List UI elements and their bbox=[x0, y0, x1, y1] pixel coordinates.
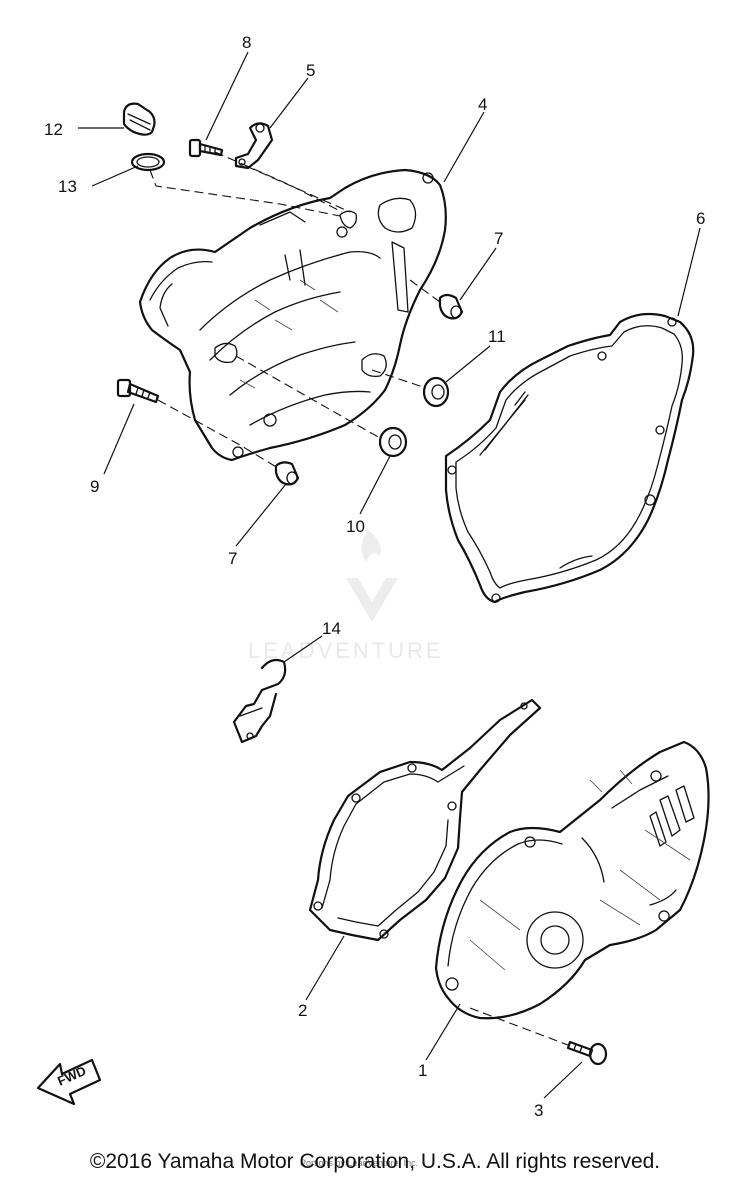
callout-3: 3 bbox=[534, 1101, 543, 1120]
crankcase-cover-right bbox=[138, 168, 447, 462]
callout-13: 13 bbox=[58, 177, 77, 196]
callout-4: 4 bbox=[478, 95, 487, 114]
callout-7-lower: 7 bbox=[228, 549, 237, 568]
watermark-text: LEADVENTURE bbox=[248, 638, 444, 663]
callout-1: 1 bbox=[418, 1061, 427, 1080]
leader-lines bbox=[78, 51, 701, 1099]
bolt-9 bbox=[116, 378, 160, 404]
o-ring bbox=[130, 152, 166, 172]
callout-14: 14 bbox=[322, 619, 341, 638]
bolt-8 bbox=[188, 138, 224, 158]
callouts: 12 13 8 5 4 6 7 11 9 10 7 14 2 1 3 bbox=[44, 33, 705, 1120]
callout-6: 6 bbox=[696, 209, 705, 228]
oil-filler-plug bbox=[122, 102, 156, 136]
callout-5: 5 bbox=[306, 61, 315, 80]
assembly-lines bbox=[149, 151, 569, 1046]
dowel-pin-lower bbox=[274, 461, 300, 486]
callout-12: 12 bbox=[44, 120, 63, 139]
clutch-cable-holder bbox=[232, 658, 287, 744]
callout-8: 8 bbox=[242, 33, 251, 52]
watermark-credit: Portions by LeadVenture, Inc. bbox=[300, 1158, 419, 1168]
callout-11: 11 bbox=[488, 327, 506, 346]
crankcase-cover-left bbox=[434, 740, 710, 1020]
callout-7-upper: 7 bbox=[494, 229, 503, 248]
oil-seal-11 bbox=[422, 376, 450, 408]
callout-10: 10 bbox=[346, 517, 365, 536]
copyright-notice: ©2016 Yamaha Motor Corporation, U.S.A. A… bbox=[89, 1150, 661, 1173]
screw-3 bbox=[566, 1040, 608, 1066]
dowel-pin-upper bbox=[438, 293, 464, 320]
leadventure-watermark: LEADVENTURE bbox=[248, 530, 444, 663]
cable-bracket bbox=[234, 122, 274, 170]
callout-2: 2 bbox=[298, 1001, 307, 1020]
callout-9: 9 bbox=[90, 477, 99, 496]
crankcase-cover-gasket-left bbox=[308, 698, 542, 942]
fwd-arrow-icon: FWD bbox=[36, 1058, 102, 1106]
crankcase-cover-gasket bbox=[444, 312, 695, 604]
oil-seal-10 bbox=[378, 426, 408, 458]
